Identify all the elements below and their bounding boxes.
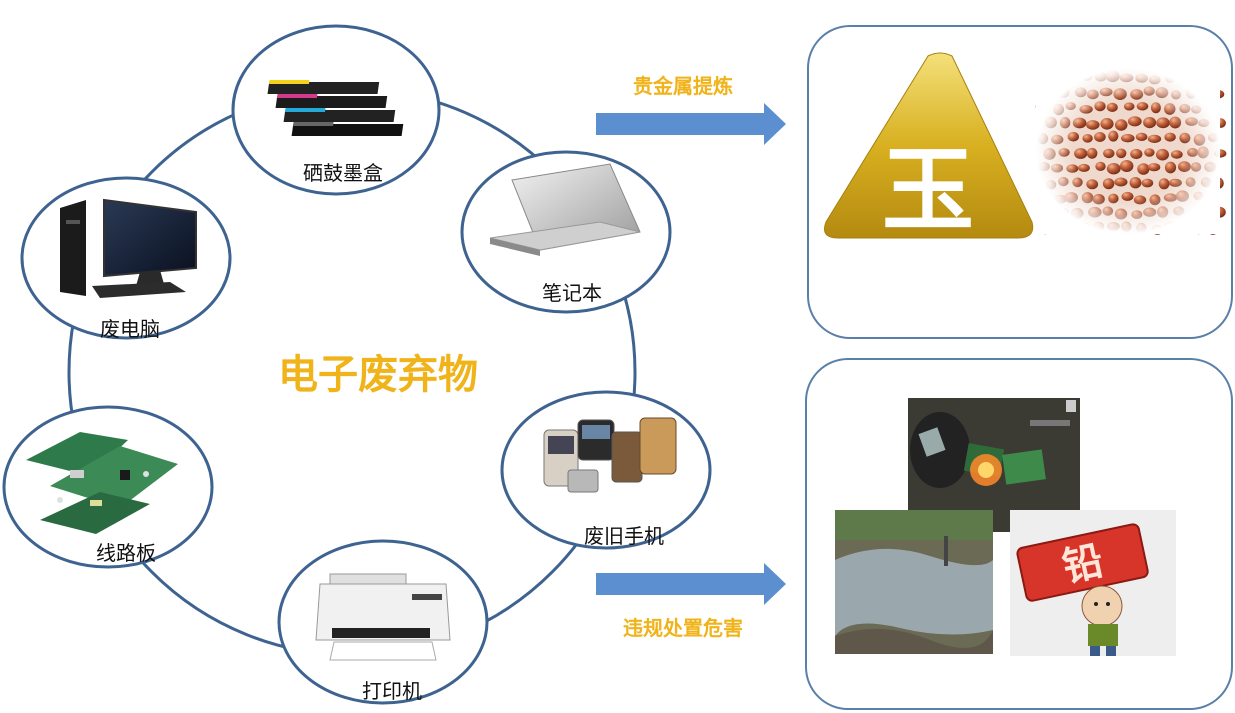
gold-emblem-icon: 玉 <box>824 52 1034 244</box>
laptop-icon <box>489 163 641 256</box>
node-printer[interactable]: 打印机 <box>277 539 489 705</box>
lead-hazard-cartoon-icon: 铅 <box>1010 510 1176 656</box>
burning-circuit-photo-icon <box>908 398 1080 532</box>
printer-icon <box>315 573 451 661</box>
arrow-bottom: 违规处置危害 <box>596 563 786 640</box>
mobile-phone-icon <box>543 417 677 493</box>
arrow-top-label: 贵金属提炼 <box>633 74 733 98</box>
circuit-board-icon <box>26 432 178 534</box>
node-label: 废旧手机 <box>584 524 664 548</box>
polluted-water-photo-icon <box>835 510 993 654</box>
node-label: 打印机 <box>362 679 422 703</box>
node-label: 废电脑 <box>100 317 160 341</box>
arrow-top: 贵金属提炼 <box>596 74 786 145</box>
panel-improper-disposal: 铅 <box>805 358 1233 710</box>
node-label: 线路板 <box>96 541 156 565</box>
desktop-computer-icon <box>60 198 197 298</box>
node-laptop[interactable]: 笔记本 <box>460 150 672 314</box>
node-label: 硒鼓墨盒 <box>303 161 383 185</box>
panel-precious-metals: 玉 <box>807 25 1233 339</box>
node-toner-cartridge[interactable]: 硒鼓墨盒 <box>231 24 441 196</box>
gold-symbol: 玉 <box>882 136 974 244</box>
node-desktop-computer[interactable]: 废电脑 <box>20 176 232 341</box>
node-label: 笔记本 <box>542 281 602 305</box>
node-circuit-board[interactable]: 线路板 <box>2 405 214 569</box>
center-title: 电子废弃物 <box>278 352 478 398</box>
node-mobile-phone[interactable]: 废旧手机 <box>500 390 712 550</box>
copper-pellets-icon <box>1035 68 1227 235</box>
svg-text:铅: 铅 <box>1059 538 1108 591</box>
toner-cartridge-icon <box>267 80 404 136</box>
arrow-bottom-label: 违规处置危害 <box>623 616 743 640</box>
